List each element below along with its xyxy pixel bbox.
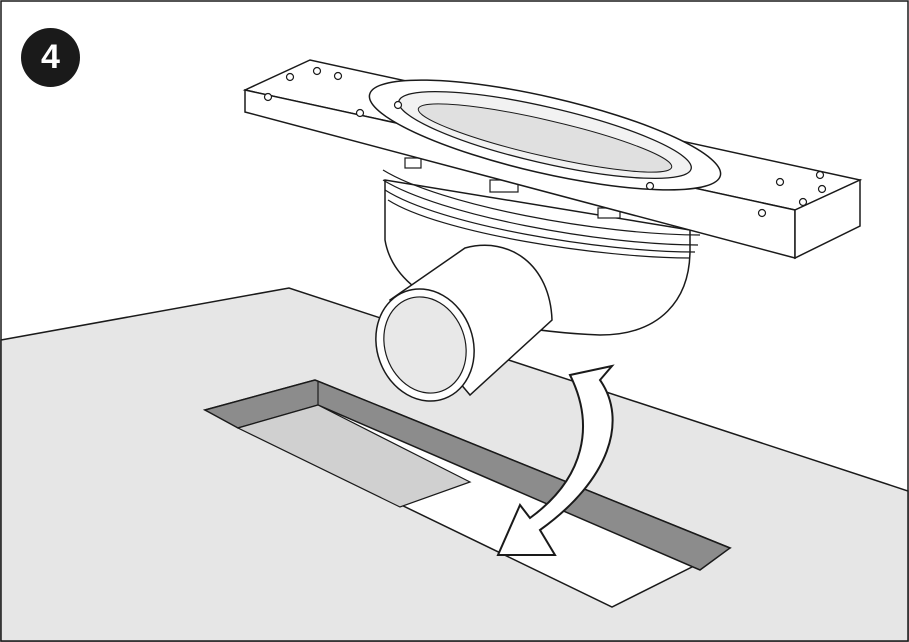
drain-body-icon (375, 157, 701, 402)
step-number-badge: 4 (21, 28, 80, 87)
floor-cutout (202, 379, 732, 608)
flange-plate (242, 59, 863, 260)
curved-arrow-down-icon (496, 364, 615, 556)
